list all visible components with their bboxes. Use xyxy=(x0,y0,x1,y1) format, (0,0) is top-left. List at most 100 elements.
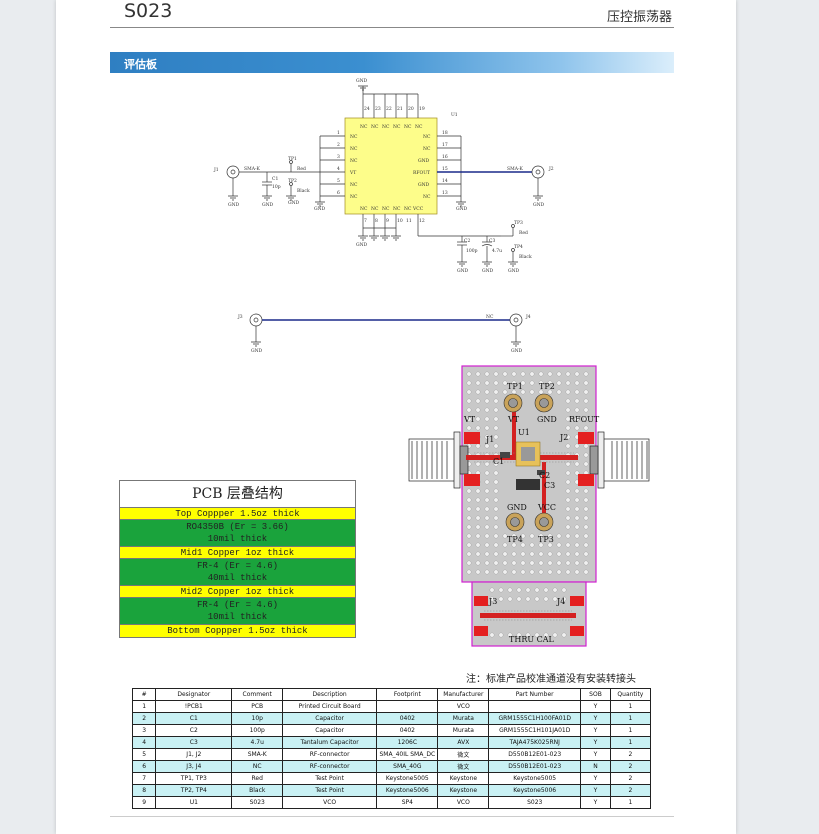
table-cell: 2 xyxy=(609,772,652,785)
via xyxy=(583,398,589,404)
table-cell: Y xyxy=(580,700,611,713)
svg-text:9: 9 xyxy=(386,218,389,224)
table-cell: Keystone5005 xyxy=(376,772,439,785)
pcb-pads xyxy=(464,432,594,636)
via xyxy=(466,560,472,566)
via xyxy=(574,524,580,530)
via xyxy=(556,569,562,575)
via xyxy=(507,596,513,602)
via xyxy=(583,380,589,386)
svg-text:Red: Red xyxy=(519,230,528,236)
svg-text:GND: GND xyxy=(356,78,368,84)
svg-text:GND: GND xyxy=(251,348,263,354)
via xyxy=(583,461,589,467)
via xyxy=(466,524,472,530)
table-cell: C1 xyxy=(155,712,233,725)
via xyxy=(556,380,562,386)
via xyxy=(475,443,481,449)
via xyxy=(565,443,571,449)
via xyxy=(475,398,481,404)
table-cell: C3 xyxy=(155,736,233,749)
via xyxy=(516,596,522,602)
via xyxy=(484,551,490,557)
via xyxy=(583,425,589,431)
via xyxy=(475,506,481,512)
svg-text:NC: NC xyxy=(423,194,431,200)
via xyxy=(583,569,589,575)
via xyxy=(498,596,504,602)
via xyxy=(511,380,517,386)
table-cell: Murata xyxy=(437,724,490,737)
table-cell: Test Point xyxy=(282,772,378,785)
pcb-layout: TP1 TP2 VT VT GND RFOUT U1 J1 J2 C1 C2 C… xyxy=(408,365,650,647)
via xyxy=(484,389,490,395)
via xyxy=(547,542,553,548)
via xyxy=(574,407,580,413)
via xyxy=(534,632,540,638)
via xyxy=(475,497,481,503)
table-cell: PCB xyxy=(231,700,284,713)
svg-text:6: 6 xyxy=(337,190,340,196)
bom-col-sob: SOB xyxy=(580,688,611,701)
svg-text:J4: J4 xyxy=(556,597,565,606)
table-cell: C2 xyxy=(155,724,233,737)
table-cell: Y xyxy=(580,772,611,785)
svg-text:NC: NC xyxy=(423,134,431,140)
via xyxy=(574,461,580,467)
svg-text:2: 2 xyxy=(337,142,340,148)
table-cell: RF-connector xyxy=(282,748,378,761)
table-cell: S023 xyxy=(231,796,284,809)
svg-text:GND: GND xyxy=(262,202,274,208)
via xyxy=(583,488,589,494)
via xyxy=(529,371,535,377)
via xyxy=(547,560,553,566)
table-cell: 4 xyxy=(131,736,157,749)
table-cell: 2 xyxy=(609,760,652,773)
via xyxy=(583,416,589,422)
table-cell: Murata xyxy=(437,712,490,725)
bom-col-index: # xyxy=(131,688,157,701)
schematic-labels: U1 GND NC NC NC VT NC NC 1 2 3 4 5 6 NC … xyxy=(213,78,554,354)
via xyxy=(529,533,535,539)
header-divider xyxy=(110,27,674,28)
svg-text:VT: VT xyxy=(507,415,520,424)
via xyxy=(520,542,526,548)
svg-text:NC: NC xyxy=(382,124,390,130)
table-cell: S023 xyxy=(488,796,582,809)
table-cell: 1 xyxy=(609,796,652,809)
via xyxy=(511,533,517,539)
via xyxy=(484,515,490,521)
table-cell xyxy=(488,700,582,713)
svg-text:22: 22 xyxy=(386,106,392,112)
via xyxy=(507,632,513,638)
via xyxy=(493,542,499,548)
document-page: S023 压控振荡器 评估板 xyxy=(56,0,736,834)
table-cell: Keystone5006 xyxy=(488,784,582,797)
via xyxy=(534,596,540,602)
table-cell: 1 xyxy=(609,700,652,713)
via xyxy=(475,380,481,386)
svg-text:U1: U1 xyxy=(451,112,458,118)
via xyxy=(466,371,472,377)
via xyxy=(475,560,481,566)
table-cell: Red xyxy=(231,772,284,785)
table-cell: SMA_40IL SMA_DC xyxy=(376,748,439,761)
svg-text:NC: NC xyxy=(350,158,358,164)
svg-text:TP4: TP4 xyxy=(507,535,523,544)
via xyxy=(489,587,495,593)
via xyxy=(511,542,517,548)
table-cell: Printed Circuit Board xyxy=(282,700,378,713)
svg-text:SMA-K: SMA-K xyxy=(244,166,260,172)
via xyxy=(574,488,580,494)
via xyxy=(583,497,589,503)
via xyxy=(547,389,553,395)
svg-text:C2: C2 xyxy=(464,238,470,244)
svg-text:J3: J3 xyxy=(237,314,243,320)
via xyxy=(547,533,553,539)
via xyxy=(484,407,490,413)
table-cell: N xyxy=(580,760,611,773)
via xyxy=(493,488,499,494)
svg-text:TP4: TP4 xyxy=(514,244,523,250)
